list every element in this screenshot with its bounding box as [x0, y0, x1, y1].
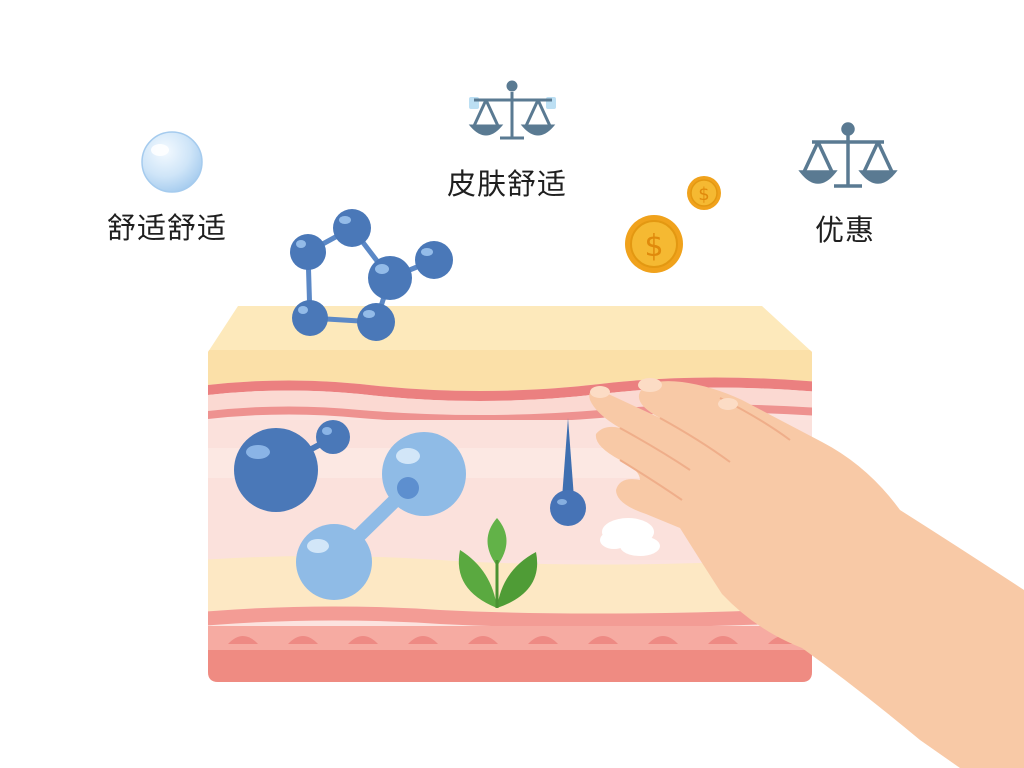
coin-symbol: $ [698, 184, 709, 205]
cream-dab [600, 518, 660, 556]
coin-symbol: $ [644, 229, 663, 264]
sprout-icon [458, 518, 538, 608]
coin-icon: $ [687, 176, 721, 210]
molecule-icon [296, 432, 466, 600]
label-discount: 优惠 [815, 213, 876, 247]
skin-cells-row [228, 636, 798, 644]
hand-icon [589, 378, 1024, 768]
molecule-icon [290, 209, 453, 341]
scale-icon [798, 122, 898, 188]
drop-probe-icon [550, 418, 586, 526]
coin-icon: $ [625, 215, 683, 273]
skin-bottom-layer [208, 650, 812, 682]
label-skin-comfort: 皮肤舒适 [447, 167, 568, 201]
scale-icon [468, 80, 556, 140]
skin-epidermis-layer [208, 350, 812, 391]
bubble-icon [141, 131, 203, 193]
label-comfort-left: 舒适舒适 [107, 211, 228, 245]
molecule-icon [234, 420, 350, 512]
